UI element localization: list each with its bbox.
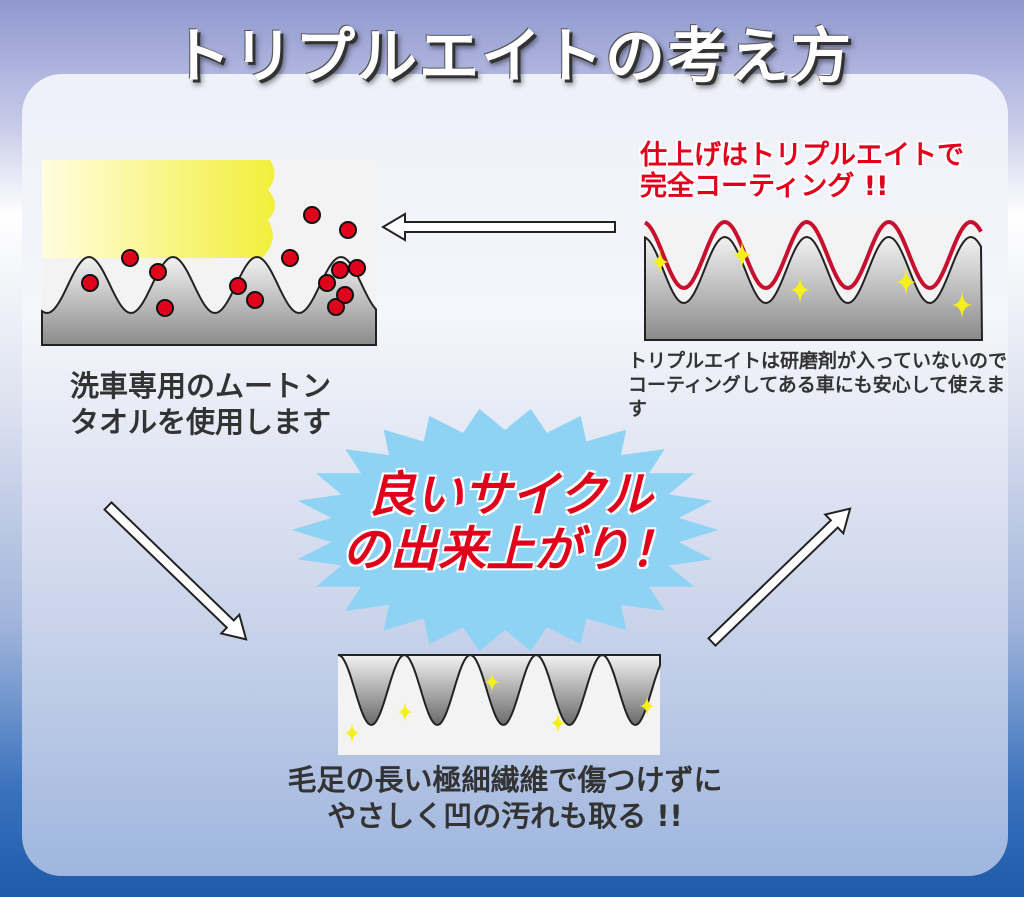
sparkle-icon (343, 721, 361, 745)
sparkle-icon (950, 289, 974, 321)
sparkle-icon (638, 694, 656, 718)
burst-shape (291, 408, 719, 652)
coating-illustration (643, 215, 984, 341)
sparkle-icon (894, 266, 918, 298)
sparkle-icon (549, 711, 567, 735)
step1-caption: 洗車専用のムートン タオルを使用します (70, 369, 332, 440)
arrow-up-right-icon (707, 507, 852, 648)
dirt-particle (339, 221, 357, 239)
dirt-particle (336, 286, 354, 304)
dirt-particle (327, 298, 345, 316)
sparkle-icon (396, 700, 414, 724)
sparkle-icon (730, 239, 754, 271)
sparkle-icon (483, 670, 501, 694)
dirt-particle (246, 291, 264, 309)
sparkle-icon (650, 248, 670, 276)
dirt-particle (318, 274, 336, 292)
page-title: トリプルエイトの考え方 (171, 22, 853, 92)
clean-illustration (337, 653, 661, 755)
dirt-particle (229, 277, 247, 295)
dirt-particle (303, 206, 321, 224)
dirt-particle (348, 259, 366, 277)
burst-text: 良いサイクル の出来上がり！ (341, 467, 678, 579)
dirt-particle (81, 274, 99, 292)
sparkle-icons (343, 239, 974, 745)
arrow-down-right-icon (103, 500, 248, 641)
dirt-particle (331, 261, 349, 279)
arrow-left-icon (381, 212, 616, 242)
dirt-particle (149, 263, 167, 281)
dirt-particle (156, 299, 174, 317)
dirt-particle (281, 249, 299, 267)
sparkle-icon (788, 274, 812, 306)
step3-caption: トリプルエイトは研磨剤が入っていないので コーティングしてある車にも安心して使え… (628, 350, 1008, 420)
towel-illustration (41, 160, 377, 346)
step2-caption: 毛足の長い極細繊維で傷つけずに やさしく凹の汚れも取る !! (287, 763, 723, 834)
dirt-particle (121, 249, 139, 267)
step3-headline: 仕上げはトリプルエイトで 完全コーティング !! (640, 140, 964, 203)
